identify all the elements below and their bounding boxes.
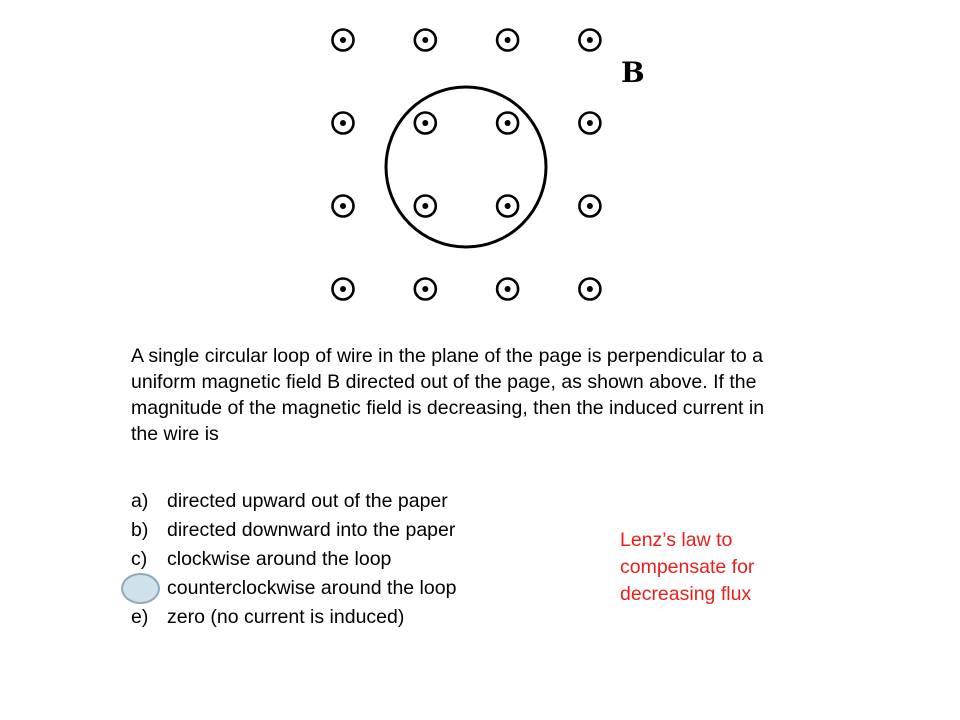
option-c[interactable]: c) clockwise around the loop (131, 545, 456, 574)
field-label: B (621, 56, 645, 89)
field-out-of-page-icon (578, 194, 602, 218)
question-text: A single circular loop of wire in the pl… (131, 345, 765, 445)
option-text: counterclockwise around the loop (167, 577, 457, 599)
field-out-of-page-icon (495, 194, 520, 218)
field-out-of-page-icon (495, 277, 520, 301)
field-out-of-page-icon (495, 111, 520, 135)
option-a[interactable]: a) directed upward out of the paper (131, 487, 456, 516)
option-text: zero (no current is induced) (167, 606, 405, 628)
lenz-law-note: Lenz’s law to compensate for decreasing … (620, 527, 820, 608)
option-letter: b) (131, 519, 149, 541)
field-out-of-page-icon (495, 28, 520, 52)
field-out-of-page-icon (413, 28, 438, 52)
option-letter: c) (131, 548, 148, 570)
field-out-of-page-icon (578, 111, 602, 135)
wire-loop (384, 85, 548, 249)
note-line: compensate for (620, 556, 755, 578)
option-text: directed downward into the paper (167, 519, 456, 541)
option-e[interactable]: e) zero (no current is induced) (131, 603, 456, 632)
field-symbol-grid (331, 28, 602, 301)
note-line: Lenz’s law to (620, 529, 733, 551)
option-text: directed upward out of the paper (167, 490, 448, 512)
field-out-of-page-icon (331, 277, 355, 301)
field-out-of-page-icon (331, 28, 355, 52)
option-d[interactable]: d)counterclockwise around the loop (121, 573, 457, 604)
option-letter: a) (131, 490, 149, 512)
selected-answer-marker (121, 573, 160, 604)
field-out-of-page-icon (413, 194, 438, 218)
option-text: clockwise around the loop (167, 548, 392, 570)
option-letter: e) (131, 606, 149, 628)
option-b[interactable]: b) directed downward into the paper (131, 516, 456, 545)
note-line: decreasing flux (620, 583, 752, 605)
answer-options: a) directed upward out of the paper b) dir… (121, 487, 457, 632)
field-out-of-page-icon (331, 111, 355, 135)
field-out-of-page-icon (413, 111, 438, 135)
field-out-of-page-icon (331, 194, 355, 218)
field-out-of-page-icon (578, 277, 602, 301)
field-out-of-page-icon (578, 28, 602, 52)
field-out-of-page-icon (413, 277, 438, 301)
